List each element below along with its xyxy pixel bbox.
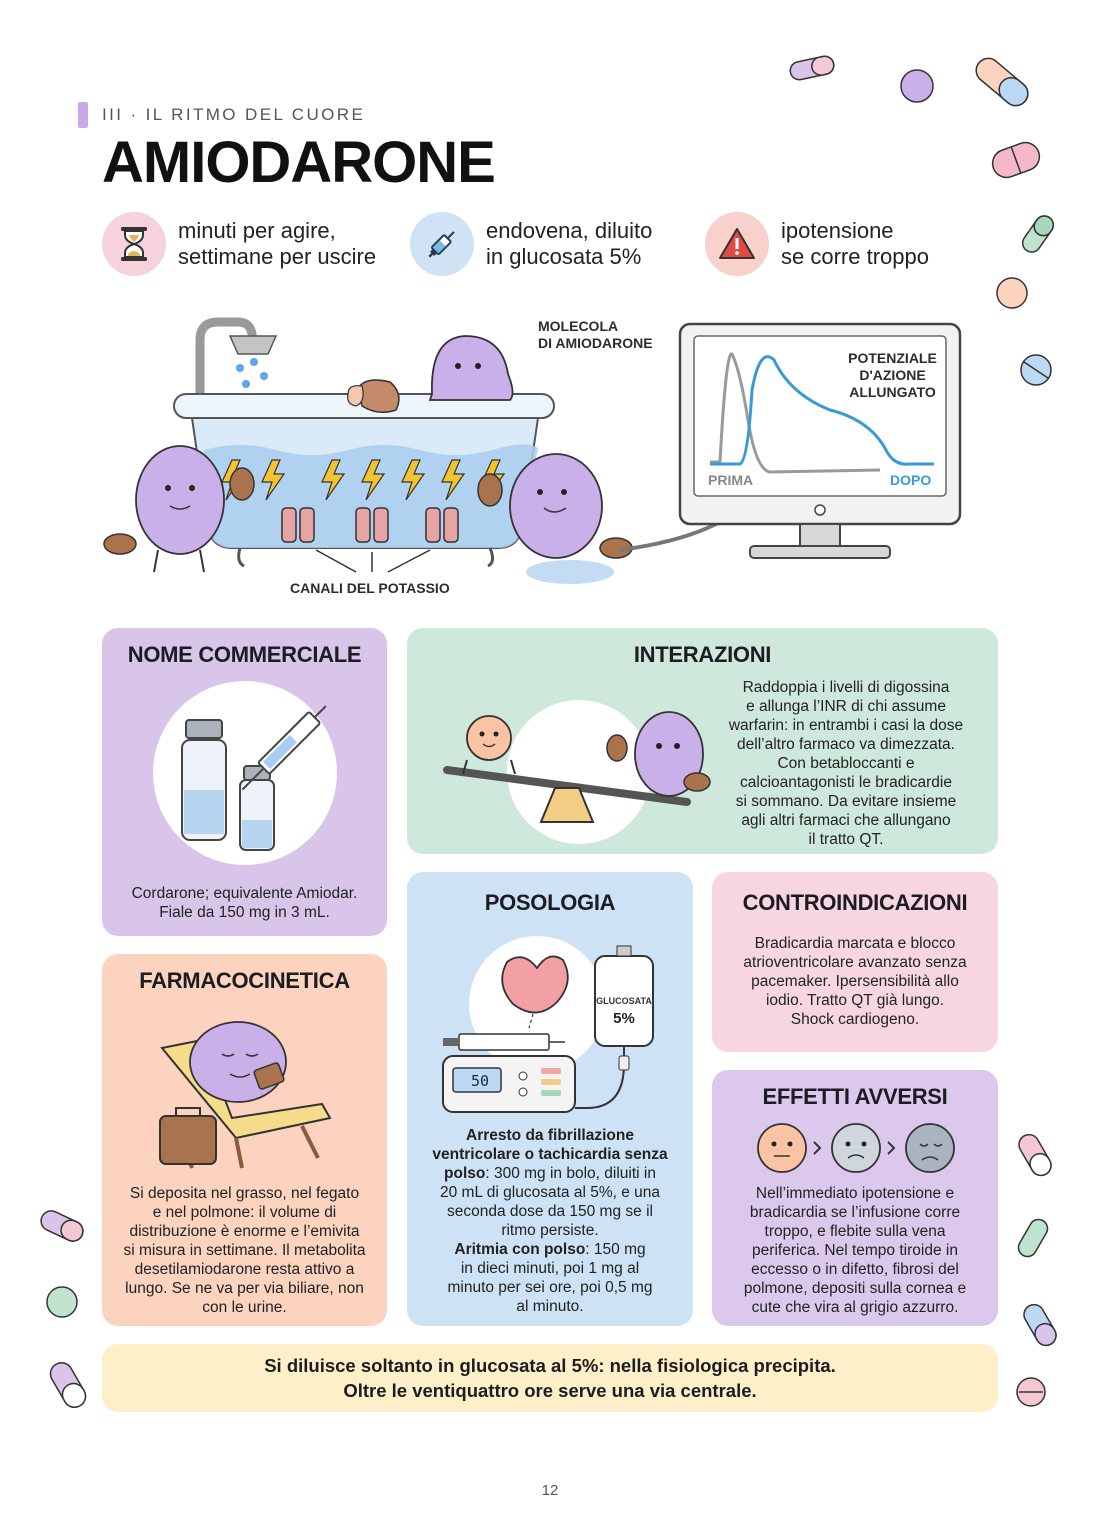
amiodarone-molecule-character: [347, 335, 514, 413]
before-label: PRIMA: [708, 472, 754, 488]
card-body: Raddoppia i livelli di digossina e allun…: [728, 679, 964, 848]
decorative-pills-bottom-right: [1016, 1133, 1057, 1407]
card-controindicazioni: CONTROINDICAZIONI Bradicardia marcata e …: [712, 872, 998, 1052]
kicker-text: III · IL RITMO DEL CUORE: [102, 105, 366, 124]
card-farmacocinetica: FARMACOCINETICA Si deposita nel grasso, …: [102, 954, 387, 1326]
neutral-face-icon: [757, 1123, 807, 1173]
monitor-title: POTENZIALE D'AZIONE ALLUNGATO: [848, 350, 937, 400]
page-title: AMIODARONE: [102, 130, 496, 195]
key-fact-route: endovena, diluito in glucosata 5%: [410, 212, 652, 276]
card-interazioni: INTERAZIONI Raddoppia i livelli di digos…: [407, 628, 998, 854]
posology-line1: : 300 mg in bolo, diluiti in 20 mL di gl…: [439, 1165, 660, 1239]
card-nome-commerciale: NOME COMMERCIALE Cordarone; equivalente …: [102, 628, 387, 936]
thyroid-icon: [501, 955, 569, 1014]
posology-text: Arresto da fibrillazione ventricolare o …: [415, 1126, 685, 1316]
key-fact-onset: minuti per agire, settimane per uscire: [102, 212, 376, 276]
card-body: Bradicardia marcata e blocco atrioventri…: [743, 935, 967, 1028]
potassium-channel-icons: [281, 507, 459, 543]
key-fact-warning: ipotensione se corre troppo: [705, 212, 929, 276]
decorative-pills-bottom-left: [40, 1210, 87, 1409]
seesaw-illustration: [443, 700, 711, 844]
grey-face-icon: [905, 1123, 955, 1173]
card-body: Nell’immediato ipotensione e bradicardia…: [743, 1185, 967, 1316]
hourglass-icon: [102, 212, 166, 276]
infusion-pump-illustration: 50: [442, 936, 654, 1113]
dilution-note: Si diluisce soltanto in glucosata al 5%:…: [102, 1344, 998, 1412]
card-effetti-avversi: EFFETTI AVVERSI Nell’immediato ipotensio…: [712, 1070, 998, 1326]
card-title: EFFETTI AVVERSI: [762, 1084, 948, 1109]
waveform-after: [710, 355, 934, 466]
sunbed-illustration: [159, 1021, 332, 1169]
shower-pipe: [195, 317, 257, 405]
section-kicker: III · IL RITMO DEL CUORE: [78, 102, 365, 128]
sad-face-icon: [831, 1123, 881, 1173]
decorative-pills-top-right: [789, 55, 1055, 386]
faces-progression-illustration: [757, 1123, 955, 1173]
syringe-icon: [410, 212, 474, 276]
iv-bag-percent: 5%: [613, 1010, 635, 1027]
iv-bag-label: GLUCOSATA: [596, 996, 652, 1006]
molecule-character-right: [477, 453, 633, 559]
card-body: Si deposita nel grasso, nel fegato e nel…: [123, 1185, 366, 1316]
molecule-character-left: [103, 445, 255, 573]
waveform-before: [710, 352, 881, 474]
dilution-note-text: Si diluisce soltanto in glucosata al 5%:…: [264, 1355, 836, 1401]
card-body: Cordarone; equivalente Amiodar. Fiale da…: [131, 885, 358, 921]
key-fact-onset-text: minuti per agire, settimane per uscire: [178, 218, 377, 269]
kicker-bar: [78, 102, 88, 128]
card-title: INTERAZIONI: [633, 642, 772, 667]
channel-arrows: [315, 549, 431, 573]
card-title: NOME COMMERCIALE: [127, 642, 362, 667]
molecule-label: MOLECOLA DI AMIODARONE: [538, 318, 653, 351]
vial-syringe-illustration: [153, 681, 337, 865]
posology-line2: : 150 mg in dieci minuti, poi 1 mg al mi…: [447, 1241, 653, 1315]
after-label: DOPO: [890, 472, 932, 488]
warning-icon: [705, 212, 769, 276]
monitor-icon: [678, 322, 962, 559]
channels-label: CANALI DEL POTASSIO: [290, 580, 450, 596]
posology-line1-bold: Arresto da fibrillazione ventricolare o …: [432, 1127, 668, 1182]
card-title: FARMACOCINETICA: [139, 968, 350, 993]
mechanism-illustration: [103, 317, 962, 584]
card-title: POSOLOGIA: [484, 890, 616, 915]
page-number: 12: [541, 1482, 559, 1499]
posology-line2-bold: Aritmia con polso: [454, 1241, 586, 1258]
key-fact-warning-text: ipotensione se corre troppo: [781, 218, 929, 269]
card-posologia: POSOLOGIA 50 GLUCOSATA 5% Arresto da fib…: [407, 872, 693, 1326]
key-fact-route-text: endovena, diluito in glucosata 5%: [486, 218, 653, 269]
shower-head-icon: [228, 335, 278, 355]
card-title: CONTROINDICAZIONI: [742, 890, 968, 915]
pump-display: 50: [471, 1072, 489, 1090]
